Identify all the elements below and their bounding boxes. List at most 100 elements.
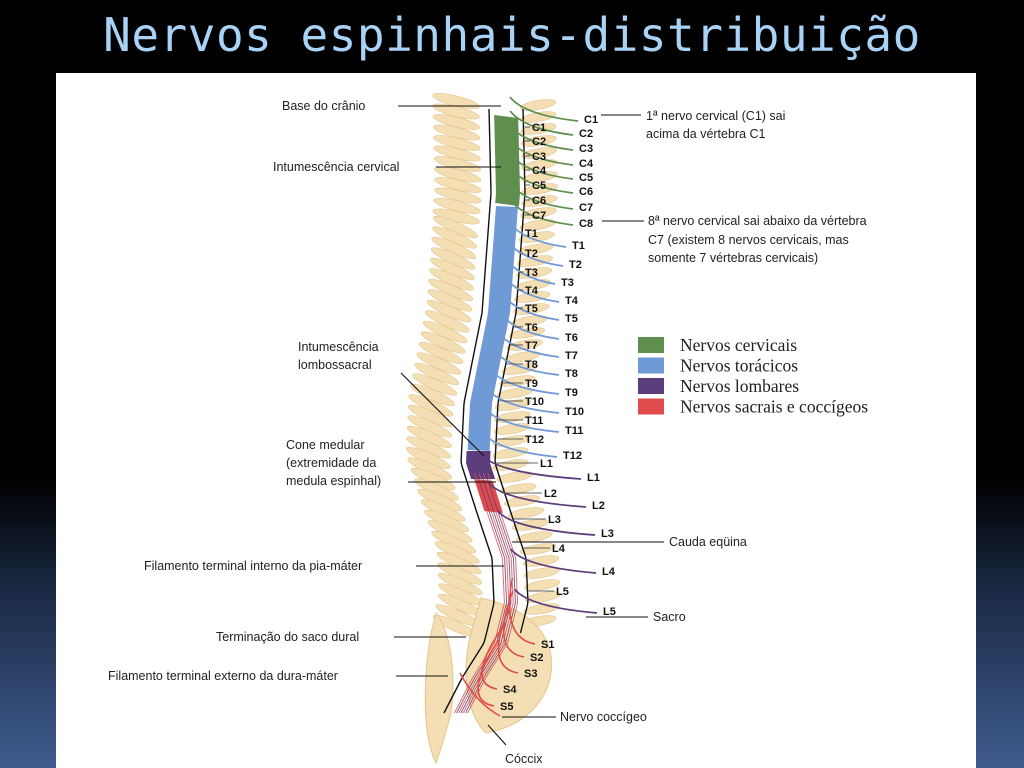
spinal-cord-layer <box>443 108 529 714</box>
spinous-process <box>418 341 464 365</box>
vertebra-label-t12: T12 <box>525 434 544 446</box>
nerve-label-t10: T10 <box>565 406 584 418</box>
nerve-label-t8: T8 <box>565 368 578 380</box>
c8-note-line-1: 8ª nervo cervical sai abaixo da vértebra <box>648 214 867 228</box>
nerve-label-c5: C5 <box>579 172 593 184</box>
spinous-process <box>420 331 466 354</box>
nerve-t3 <box>506 259 556 285</box>
nerve-t6 <box>501 314 560 340</box>
slide-title: Nervos espinhais-distribuição <box>103 8 921 62</box>
nerve-c5 <box>510 154 574 180</box>
nerve-label-s1: S1 <box>541 639 554 651</box>
nerve-label-c3: C3 <box>579 143 593 155</box>
vertebra-label-t5: T5 <box>525 303 538 315</box>
cone-medular-label-1: Cone medular <box>286 438 365 452</box>
intumescencia-lombossacral-label-1: Intumescência <box>298 340 379 354</box>
spinous-process <box>433 198 481 214</box>
transverse-process <box>519 99 557 111</box>
nerve-label-c1: C1 <box>584 114 598 126</box>
transverse-process <box>521 183 558 195</box>
cauda-equina-fibre <box>453 472 505 714</box>
legend-swatch-4 <box>638 398 664 415</box>
nerve-l3 <box>497 510 596 536</box>
base-do-cranio-label: Base do crânio <box>282 99 365 113</box>
nerve-l4 <box>509 548 597 574</box>
vertebra-label-l4: L4 <box>552 543 566 555</box>
nerve-t8 <box>494 350 560 376</box>
nerve-label-c7: C7 <box>579 202 593 214</box>
transverse-process <box>504 495 541 507</box>
nerve-label-t11: T11 <box>565 425 583 437</box>
nerve-t2 <box>507 241 564 267</box>
lumbar-segment <box>466 451 496 479</box>
transverse-process <box>515 267 553 279</box>
vertebra-label-t7: T7 <box>525 340 538 352</box>
leader-lines-layer <box>394 105 664 746</box>
cauda-equina-fibre <box>464 472 516 714</box>
spinous-process <box>424 310 470 333</box>
nerve-c1 <box>509 96 579 122</box>
nerve-label-t3: T3 <box>561 277 574 289</box>
spinous-process <box>410 383 455 407</box>
nerve-t1 <box>508 222 567 248</box>
vertebra-label-t2: T2 <box>525 248 538 260</box>
vertebra-label-t10: T10 <box>525 396 544 408</box>
nerve-label-c4: C4 <box>579 158 594 170</box>
legend-swatch-1 <box>638 337 664 353</box>
labels-layer: C1C2C3C4C5C6C7T1T2T3T4T5T6T7T8T9T10T11T1… <box>108 99 867 766</box>
nerve-label-t9: T9 <box>565 387 578 399</box>
legend-swatch-2 <box>638 357 664 374</box>
nerve-t11 <box>483 407 560 433</box>
nerve-s2 <box>502 590 525 658</box>
c1-note-line-2: acima da vértebra C1 <box>646 127 766 141</box>
vertebra-label-t11: T11 <box>525 415 543 427</box>
spinous-process <box>434 187 482 204</box>
c8-note-line-2: C7 (existem 8 nervos cervicais, mas <box>648 233 849 247</box>
legend-label-3: Nervos lombares <box>680 376 799 396</box>
coccix-label: Cóccix <box>505 752 543 766</box>
nerve-label-t6: T6 <box>565 332 578 344</box>
spinous-process <box>422 320 468 344</box>
nerve-label-l1: L1 <box>587 472 600 484</box>
vertebra-label-c6: C6 <box>532 195 546 207</box>
cauda-equina-fibre <box>456 472 508 714</box>
nerve-l1 <box>481 454 582 480</box>
nerve-c6 <box>510 168 574 194</box>
c1-note-line-1: 1ª nervo cervical (C1) sai <box>646 109 785 123</box>
transverse-process <box>514 291 551 303</box>
nerve-label-l4: L4 <box>602 566 616 578</box>
nerve-s5 <box>477 639 500 707</box>
spinal-column-diagram: C1C2C3C4C5C6C7T1T2T3T4T5T6T7T8T9T10T11T1… <box>108 93 868 766</box>
nerve-label-s5: S5 <box>500 701 513 713</box>
nerve-c3 <box>509 125 574 151</box>
transverse-process <box>520 135 557 147</box>
spinous-process <box>416 352 462 375</box>
cauda-equina-fibre <box>458 472 510 714</box>
intumescencia-cervical-label: Intumescência cervical <box>273 160 399 174</box>
cone-medular-label-3: medula espinhal) <box>286 474 381 488</box>
nerve-label-s4: S4 <box>503 684 517 696</box>
nerve-t10 <box>486 388 560 414</box>
nerve-c4 <box>510 140 574 166</box>
nerve-label-t7: T7 <box>565 350 578 362</box>
nerve-c2 <box>509 110 574 136</box>
legend-label-1: Nervos cervicais <box>680 335 797 355</box>
legend-label-2: Nervos torácicos <box>680 356 798 376</box>
transverse-process <box>519 543 557 555</box>
vertebra-label-c5: C5 <box>532 180 546 192</box>
transverse-process <box>524 591 561 603</box>
spinous-process <box>426 299 472 323</box>
nerve-c7 <box>511 184 574 210</box>
terminacao-saco-dural-label: Terminação do saco dural <box>216 630 359 644</box>
vertebra-label-l2: L2 <box>544 488 557 500</box>
nerve-t12 <box>482 432 558 458</box>
nerve-t5 <box>503 295 560 321</box>
thoracic-segment <box>467 206 518 451</box>
vertebra-label-t3: T3 <box>525 267 538 279</box>
transverse-process <box>493 435 530 447</box>
cauda-equina-label: Cauda eqüina <box>669 535 747 549</box>
transverse-process <box>501 363 538 375</box>
spinous-process <box>412 373 458 396</box>
nerve-label-t4: T4 <box>565 295 579 307</box>
